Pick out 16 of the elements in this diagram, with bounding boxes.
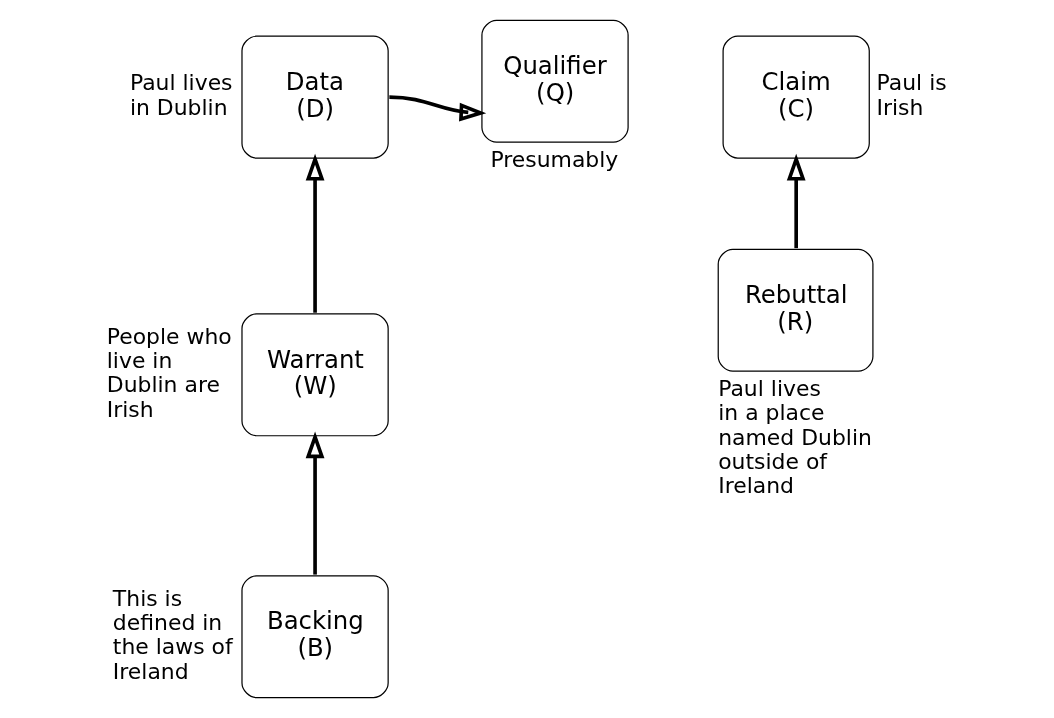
node-box: Warrant (W) — [241, 313, 389, 437]
arrow — [305, 431, 325, 575]
node-label: Paul lives in Dublin — [129, 70, 233, 120]
node-box: Claim (C) — [722, 35, 870, 159]
node-box: Backing (B) — [241, 575, 389, 699]
arrow — [389, 95, 487, 122]
node-box: Data (D) — [241, 35, 389, 159]
node-label: Presumably — [490, 147, 619, 173]
arrow — [786, 153, 806, 249]
node-label: Paul lives in a place named Dublin outside of Ireland — [718, 376, 872, 499]
node-box: Rebuttal (R) — [717, 248, 874, 372]
node-label: This is defined in the laws of Ireland — [112, 585, 233, 684]
arrow — [305, 153, 325, 313]
node-label: People who live in Dublin are Irish — [106, 323, 232, 422]
node-box: Qualifier (Q) — [481, 19, 629, 143]
node-label: Paul is Irish — [876, 70, 947, 120]
